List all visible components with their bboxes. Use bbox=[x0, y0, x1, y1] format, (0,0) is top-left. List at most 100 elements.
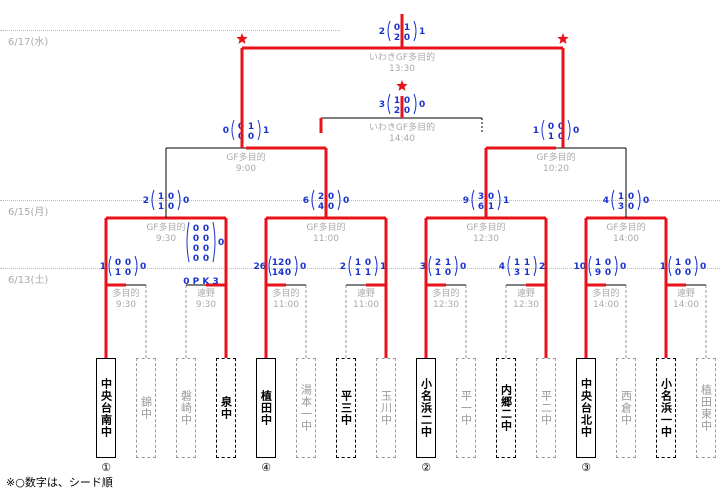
final-score-paren-right bbox=[413, 20, 417, 42]
r2-score-total-left: 4 bbox=[603, 196, 609, 206]
r1-score-period-home: 1 bbox=[595, 258, 601, 268]
r1-score-paren-left bbox=[268, 255, 272, 277]
r1-score-paren-right bbox=[694, 255, 698, 277]
team-box: 内郷二中 bbox=[496, 358, 516, 458]
r1-score-period-home: 0 bbox=[193, 224, 199, 234]
sf-score-paren-left bbox=[541, 119, 545, 141]
r1-score-period-home: 0 bbox=[193, 244, 199, 254]
r1-score-period-away: 0 bbox=[445, 268, 451, 278]
sf-score-period-home: 0 bbox=[548, 122, 554, 132]
r1-venue: 多目的 bbox=[112, 287, 139, 299]
r1-score-paren-left bbox=[668, 255, 672, 277]
r1-score-period-home: 14 bbox=[272, 268, 285, 278]
team-box: 平三中 bbox=[336, 358, 356, 458]
final-score-paren-left bbox=[387, 20, 391, 42]
r2-score-paren-right bbox=[177, 189, 181, 211]
r1-score-period-home: 9 bbox=[595, 268, 601, 278]
r1-time: 14:00 bbox=[593, 300, 619, 310]
team-box: 平一中 bbox=[456, 358, 476, 458]
r2-score-period-home: 4 bbox=[318, 202, 324, 212]
third-score-total-right: 0 bbox=[419, 100, 425, 110]
r1-score-paren-right bbox=[454, 255, 458, 277]
sf-score-period-away: 0 bbox=[558, 122, 564, 132]
team-box: 小名浜二中 bbox=[416, 358, 436, 458]
r1-score-paren-right bbox=[614, 255, 618, 277]
r1-score-period-home: 12 bbox=[272, 258, 285, 268]
r1-score-period-home: 1 bbox=[435, 268, 441, 278]
team-box: 植田中 bbox=[256, 358, 276, 458]
r1-score-total-left: 2 bbox=[340, 262, 346, 272]
r1-score-total-right: 2 bbox=[539, 262, 545, 272]
final-time: 13:30 bbox=[389, 64, 415, 74]
sf-time: 9:00 bbox=[236, 164, 256, 174]
r1-score-paren-left bbox=[108, 255, 112, 277]
r2-score-total-right: 1 bbox=[503, 196, 509, 206]
r1-score-total-right: 0 bbox=[140, 262, 146, 272]
third-score-period-away: 0 bbox=[404, 106, 410, 116]
team-box: 玉川中 bbox=[376, 358, 396, 458]
final-venue: いわきGF多目的 bbox=[369, 51, 435, 63]
r2-score-paren-right bbox=[337, 189, 341, 211]
seed-number: ① bbox=[101, 461, 111, 474]
r1-score-total-right: 0 bbox=[218, 238, 224, 248]
r1-score-period-away: 1 bbox=[524, 268, 530, 278]
third-score-paren-right bbox=[413, 93, 417, 115]
date-line-6-17 bbox=[0, 30, 340, 31]
r1-score-total-right: 0 bbox=[700, 262, 706, 272]
team-box: 中央台北中 bbox=[576, 358, 596, 458]
date-label-6-13: 6/13(土) bbox=[8, 275, 49, 286]
r1-score-period-home: 1 bbox=[355, 268, 361, 278]
seed-number: ④ bbox=[261, 461, 271, 474]
r1-score-period-away: 1 bbox=[524, 258, 530, 268]
third-score-total-left: 3 bbox=[379, 100, 385, 110]
r1-venue: 遠野 bbox=[517, 287, 535, 299]
r2-score-period-away: 0 bbox=[488, 192, 494, 202]
r1-score-period-away: 0 bbox=[605, 258, 611, 268]
r2-score-total-left: 6 bbox=[303, 196, 309, 206]
r2-venue: GF多目的 bbox=[306, 221, 345, 233]
date-line-6-13 bbox=[0, 268, 720, 269]
final-score-total-left: 2 bbox=[379, 27, 385, 37]
sf-score-paren-right bbox=[257, 119, 261, 141]
r1-score-period-away: 1 bbox=[445, 258, 451, 268]
date-label-6-17: 6/17(水) bbox=[8, 37, 49, 48]
r1-time: 9:30 bbox=[116, 300, 136, 310]
team-box: 小名浜一中 bbox=[656, 358, 676, 458]
r1-score-period-away: 0 bbox=[203, 254, 209, 264]
r2-score-period-away: 0 bbox=[168, 202, 174, 212]
sf-score-total-right: 1 bbox=[263, 126, 269, 136]
seed-number: ② bbox=[421, 461, 431, 474]
r2-score-paren-left bbox=[311, 189, 315, 211]
r2-score-period-away: 0 bbox=[628, 192, 634, 202]
team-box: 中央台南中 bbox=[96, 358, 116, 458]
sf-score-period-away: 0 bbox=[248, 132, 254, 142]
r2-venue: GF多目的 bbox=[466, 221, 505, 233]
r1-venue: 遠野 bbox=[357, 287, 375, 299]
r1-score-total-left: 4 bbox=[499, 262, 505, 272]
r2-score-total-right: 0 bbox=[343, 196, 349, 206]
r1-score-paren-right bbox=[374, 255, 378, 277]
r1-score-total-left: 1 bbox=[100, 262, 106, 272]
r2-score-period-home: 1 bbox=[618, 192, 624, 202]
r1-score-period-away: 0 bbox=[365, 258, 371, 268]
r2-score-period-away: 0 bbox=[328, 192, 334, 202]
date-line-6-15 bbox=[0, 200, 720, 201]
r2-time: 14:00 bbox=[613, 234, 639, 244]
r1-score-period-away: 1 bbox=[365, 268, 371, 278]
third-score-period-away: 0 bbox=[404, 96, 410, 106]
r1-score-period-home: 2 bbox=[435, 258, 441, 268]
final-score-total-right: 1 bbox=[419, 27, 425, 37]
third-score-period-home: 1 bbox=[394, 96, 400, 106]
star-icon bbox=[557, 33, 569, 44]
sf-score-total-left: 0 bbox=[223, 126, 229, 136]
r2-score-period-home: 6 bbox=[478, 202, 484, 212]
r2-score-total-left: 2 bbox=[143, 196, 149, 206]
r1-score-total-right: 0 bbox=[300, 262, 306, 272]
r2-time: 9:30 bbox=[156, 234, 176, 244]
seed-number: ③ bbox=[581, 461, 591, 474]
r1-score-period-away: 0 bbox=[125, 268, 131, 278]
r2-time: 11:00 bbox=[313, 234, 339, 244]
sf-score-total-left: 1 bbox=[533, 126, 539, 136]
sf-score-period-home: 1 bbox=[548, 132, 554, 142]
r1-score-period-away: 0 bbox=[285, 258, 291, 268]
